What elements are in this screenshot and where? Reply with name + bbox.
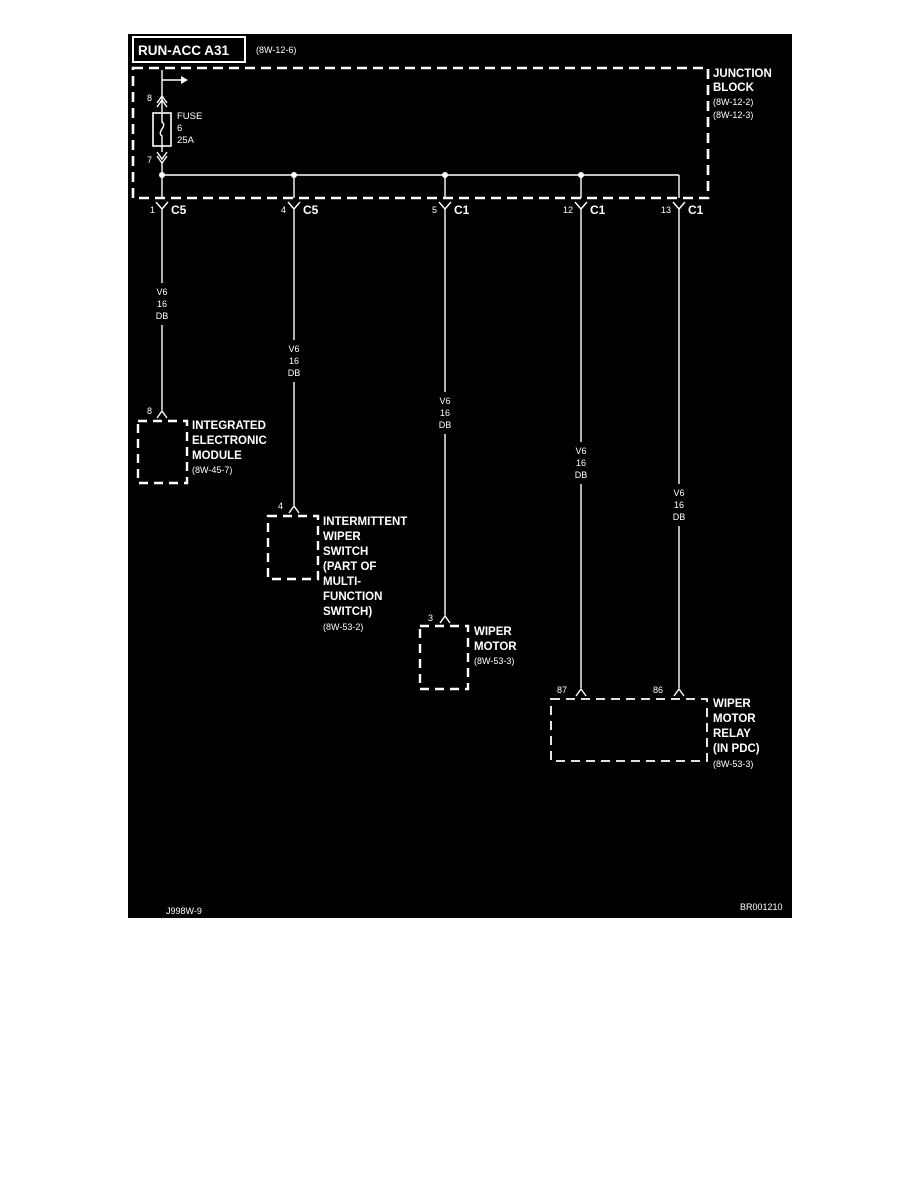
connector-chevron-icon: [439, 614, 451, 624]
wire-gauge: 16: [440, 408, 450, 418]
relay-pin: 87: [557, 685, 567, 695]
wire-color: DB: [673, 512, 686, 522]
splice-dot: [159, 172, 165, 178]
wiper-motor-outline: [418, 624, 470, 691]
fuse-number: 6: [177, 123, 182, 134]
iem-outline: [136, 419, 189, 485]
splice-dot: [442, 172, 448, 178]
relay-outline: [550, 698, 708, 762]
relay-label: WIPER: [713, 698, 751, 710]
junction-block-ref: (8W-12-3): [713, 110, 753, 120]
iws-label: INTERMITTENT: [323, 516, 407, 528]
junction-block-ref: (8W-12-2): [713, 97, 753, 107]
wire-color: DB: [288, 368, 301, 378]
wire-color: DB: [439, 420, 452, 430]
motor-label: MOTOR: [474, 641, 517, 653]
wire-gauge: 16: [674, 500, 684, 510]
iws-pin: 4: [278, 501, 283, 511]
motor-ref: (8W-53-3): [474, 656, 514, 666]
connector-name: C5: [303, 203, 319, 217]
iem-ref: (8W-45-7): [192, 465, 232, 475]
connector-pin: 12: [563, 205, 573, 215]
iws-label: (PART OF: [323, 561, 376, 573]
fuse-pin-in: 8: [147, 93, 152, 103]
iem-label: ELECTRONIC: [192, 435, 267, 447]
wire-circuit: V6: [439, 396, 450, 406]
fuse-pin-out: 7: [147, 155, 152, 165]
connector-name: C1: [688, 203, 704, 217]
motor-label: WIPER: [474, 626, 512, 638]
wire-gauge: 16: [157, 299, 167, 309]
wire-color: DB: [156, 311, 169, 321]
fuse-element-icon: [159, 113, 165, 146]
connector-pin: 1: [150, 205, 155, 215]
connector-chevron-icon: [156, 94, 168, 108]
connector-name: C1: [590, 203, 606, 217]
fuse-rating: 25A: [177, 135, 195, 146]
connector-chevron-icon: [575, 687, 587, 697]
connector-y-icon: [155, 201, 169, 216]
relay-label: MOTOR: [713, 713, 756, 725]
wire-circuit: V6: [288, 344, 299, 354]
connector-chevron-icon: [288, 504, 300, 514]
junction-block-title: JUNCTION: [713, 68, 772, 80]
circuit-title-box: [132, 36, 246, 63]
iem-pin: 8: [147, 406, 152, 416]
junction-block-title: BLOCK: [713, 82, 755, 94]
footer-right-code: BR001210: [740, 902, 783, 912]
wire-circuit: V6: [575, 446, 586, 456]
iws-label: WIPER: [323, 531, 361, 543]
wire-gauge: 16: [289, 356, 299, 366]
relay-label: RELAY: [713, 728, 751, 740]
junction-block-outline: [131, 66, 710, 200]
connector-pin: 4: [281, 205, 286, 215]
splice-dot: [291, 172, 297, 178]
wire-circuit: V6: [156, 287, 167, 297]
motor-pin: 3: [428, 613, 433, 623]
relay-ref: (8W-53-3): [713, 759, 753, 769]
connector-name: C1: [454, 203, 470, 217]
wire-color: DB: [575, 470, 588, 480]
relay-pin: 86: [653, 685, 663, 695]
connector-pin: 5: [432, 205, 437, 215]
connector-chevron-icon: [156, 409, 168, 419]
iws-ref: (8W-53-2): [323, 622, 363, 632]
iws-label: FUNCTION: [323, 591, 382, 603]
connector-y-icon: [287, 201, 301, 216]
circuit-name: RUN-ACC A31: [138, 43, 229, 58]
connector-name: C5: [171, 203, 187, 217]
splice-dot: [578, 172, 584, 178]
wire-circuit: V6: [673, 488, 684, 498]
iws-label: SWITCH: [323, 546, 368, 558]
circuit-ref: (8W-12-6): [256, 45, 296, 55]
iws-label: SWITCH): [323, 606, 372, 618]
wire-gauge: 16: [576, 458, 586, 468]
connector-y-icon: [672, 201, 686, 216]
connector-y-icon: [438, 201, 452, 216]
relay-label: (IN PDC): [713, 743, 760, 755]
diagram-panel: [128, 34, 792, 918]
connector-y-icon: [574, 201, 588, 216]
connector-pin: 13: [661, 205, 671, 215]
iws-label: MULTI-: [323, 576, 361, 588]
iem-label: MODULE: [192, 450, 242, 462]
feed-arrow-icon: [181, 76, 188, 84]
footer-left-code: J998W-9: [166, 906, 202, 916]
iws-outline: [266, 514, 320, 581]
connector-chevron-icon: [673, 687, 685, 697]
fuse-label: FUSE: [177, 111, 202, 122]
iem-label: INTEGRATED: [192, 420, 266, 432]
